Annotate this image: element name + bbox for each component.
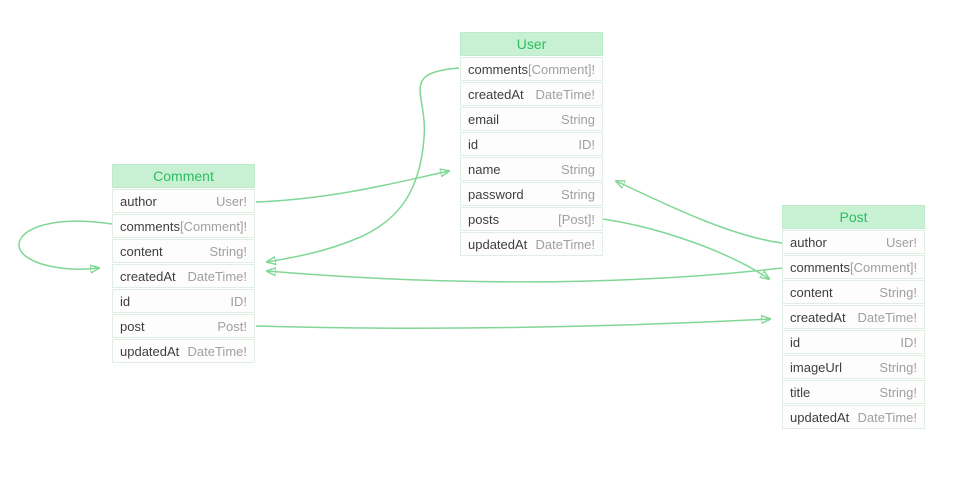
field-type: [Post]! [558, 211, 595, 227]
edge-comment-author-to-user [255, 171, 449, 203]
field-name: comments [790, 259, 850, 275]
table-title-post[interactable]: Post [782, 205, 925, 229]
field-type: String [561, 186, 595, 202]
field-type: ID! [900, 334, 917, 350]
table-title-user[interactable]: User [460, 32, 603, 56]
field-type: DateTime! [535, 236, 595, 252]
field-type: ID! [230, 293, 247, 309]
field-row-comment-comments[interactable]: comments [Comment]! [112, 214, 255, 238]
field-row-user-email[interactable]: email String [460, 107, 603, 131]
field-name: comments [468, 61, 528, 77]
field-type: User! [215, 193, 247, 209]
field-name: id [468, 136, 479, 152]
field-row-user-id[interactable]: id ID! [460, 132, 603, 156]
field-type: [Comment]! [527, 61, 596, 77]
field-type: [Comment]! [849, 259, 918, 275]
field-row-post-content[interactable]: content String! [782, 280, 925, 304]
field-row-post-title[interactable]: title String! [782, 380, 925, 404]
field-row-comment-author[interactable]: author User! [112, 189, 255, 213]
field-type: String! [879, 384, 917, 400]
field-type: DateTime! [857, 309, 917, 325]
field-type: DateTime! [857, 409, 917, 425]
field-row-user-updatedat[interactable]: updatedAt DateTime! [460, 232, 603, 256]
edge-comment-comments-self-loop [18, 220, 113, 269]
table-title-comment[interactable]: Comment [112, 164, 255, 188]
field-type: ID! [578, 136, 595, 152]
field-type: String! [879, 359, 917, 375]
field-name: posts [468, 211, 500, 227]
field-row-user-createdat[interactable]: createdAt DateTime! [460, 82, 603, 106]
field-row-post-createdat[interactable]: createdAt DateTime! [782, 305, 925, 329]
edge-post-comments-to-comment [267, 268, 783, 283]
field-type: String [561, 111, 595, 127]
field-name: createdAt [468, 86, 524, 102]
field-row-post-imageurl[interactable]: imageUrl String! [782, 355, 925, 379]
field-row-comment-updatedat[interactable]: updatedAt DateTime! [112, 339, 255, 363]
field-name: updatedAt [790, 409, 850, 425]
field-row-user-name[interactable]: name String [460, 157, 603, 181]
field-name: imageUrl [790, 359, 843, 375]
edge-post-author-to-user [616, 181, 783, 244]
field-type: User! [885, 234, 917, 250]
field-name: createdAt [790, 309, 846, 325]
edge-user-comments-to-comment [267, 67, 460, 262]
field-row-comment-post[interactable]: post Post! [112, 314, 255, 338]
field-name: updatedAt [468, 236, 528, 252]
field-row-user-password[interactable]: password String [460, 182, 603, 206]
type-table-comment[interactable]: Comment author User! comments [Comment]!… [112, 164, 255, 363]
field-row-user-comments[interactable]: comments [Comment]! [460, 57, 603, 81]
field-name: password [468, 186, 524, 202]
field-row-post-author[interactable]: author User! [782, 230, 925, 254]
field-row-post-comments[interactable]: comments [Comment]! [782, 255, 925, 279]
field-row-comment-content[interactable]: content String! [112, 239, 255, 263]
field-type: [Comment]! [179, 218, 248, 234]
field-row-post-updatedat[interactable]: updatedAt DateTime! [782, 405, 925, 429]
field-row-post-id[interactable]: id ID! [782, 330, 925, 354]
field-row-user-posts[interactable]: posts [Post]! [460, 207, 603, 231]
field-type: String! [209, 243, 247, 259]
field-name: author [120, 193, 157, 209]
field-type: String! [879, 284, 917, 300]
edge-comment-post-to-post [255, 319, 770, 329]
field-type: DateTime! [535, 86, 595, 102]
field-name: post [120, 318, 145, 334]
field-name: comments [120, 218, 180, 234]
field-type: DateTime! [187, 268, 247, 284]
field-row-comment-createdat[interactable]: createdAt DateTime! [112, 264, 255, 288]
field-type: Post! [217, 318, 247, 334]
field-name: id [120, 293, 131, 309]
type-table-user[interactable]: User comments [Comment]! createdAt DateT… [460, 32, 603, 256]
field-name: title [790, 384, 811, 400]
field-name: updatedAt [120, 343, 180, 359]
field-name: content [120, 243, 163, 259]
field-name: content [790, 284, 833, 300]
field-name: email [468, 111, 500, 127]
field-name: name [468, 161, 501, 177]
field-name: createdAt [120, 268, 176, 284]
edge-user-posts-to-post [602, 218, 769, 279]
field-name: id [790, 334, 801, 350]
field-type: String [561, 161, 595, 177]
type-table-post[interactable]: Post author User! comments [Comment]! co… [782, 205, 925, 429]
field-row-comment-id[interactable]: id ID! [112, 289, 255, 313]
field-name: author [790, 234, 827, 250]
field-type: DateTime! [187, 343, 247, 359]
